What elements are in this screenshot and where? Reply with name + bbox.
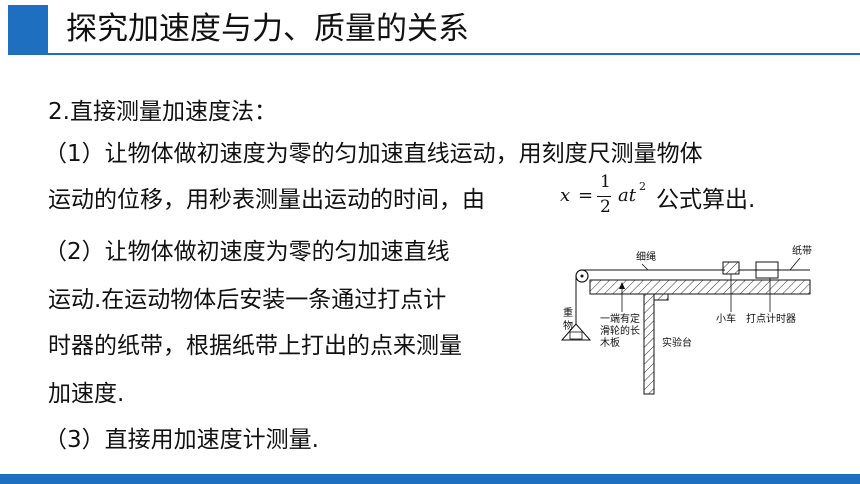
title-bar: 探究加速度与力、质量的关系: [0, 0, 860, 58]
experiment-diagram: 细绳 纸带 重 物 一端有定 滑轮的长 木板 小车 打点计时器 实验台: [560, 244, 812, 395]
label-timer: 打点计时器: [746, 312, 796, 325]
board-arrow: [619, 282, 625, 289]
label-weight-1: 重: [563, 306, 573, 319]
displacement-formula: x = 1 2 at 2: [560, 172, 660, 222]
label-table: 实验台: [662, 336, 692, 349]
paragraph-2-line-2: 运动.在运动物体后安装一条通过打点计: [48, 287, 447, 313]
page-title: 探究加速度与力、质量的关系: [66, 11, 469, 47]
cart-icon: [722, 261, 740, 275]
label-weight-2: 物: [563, 319, 573, 332]
formula-numerator: 1: [600, 172, 611, 192]
pulley-axle: [580, 274, 584, 278]
long-board: [589, 279, 811, 295]
formula-at: at: [618, 185, 636, 206]
title-accent-block: [8, 5, 48, 55]
weight-block: [569, 331, 583, 340]
paragraph-1-line-2: 运动的位移，用秒表测量出运动的时间，由: [48, 187, 485, 213]
paragraph-2-line-1: （2）让物体做初速度为零的匀加速直线: [44, 239, 450, 265]
footer-bar: [0, 474, 860, 484]
paragraph-1-line-1: （1）让物体做初速度为零的匀加速直线运动，用刻度尺测量物体: [44, 141, 703, 167]
paragraph-3: （3）直接用加速度计测量.: [44, 427, 319, 453]
rope-pointer: [641, 263, 649, 271]
label-tape: 纸带: [792, 244, 812, 257]
title-underline: [48, 53, 860, 55]
label-board-3: 木板: [600, 336, 620, 349]
label-board-2: 滑轮的长: [600, 324, 640, 337]
formula-fraction-bar: [597, 196, 611, 197]
table-top: [653, 293, 669, 301]
label-board-1: 一端有定: [600, 312, 640, 325]
label-cart: 小车: [716, 312, 736, 325]
formula-denominator: 2: [600, 197, 611, 217]
formula-equals: =: [578, 185, 594, 206]
label-rope: 细绳: [636, 250, 656, 263]
table-leg: [643, 293, 655, 395]
formula-x: x: [560, 185, 571, 206]
paragraph-2-line-3: 时器的纸带，根据纸带上打出的点来测量: [48, 333, 462, 359]
paragraph-1-line-2-end: 公式算出.: [656, 187, 756, 213]
paragraph-2-line-4: 加速度.: [48, 381, 125, 407]
section-heading: 2.直接测量加速度法：: [48, 99, 277, 125]
tape-pointer: [789, 257, 801, 271]
formula-exponent: 2: [639, 180, 646, 193]
